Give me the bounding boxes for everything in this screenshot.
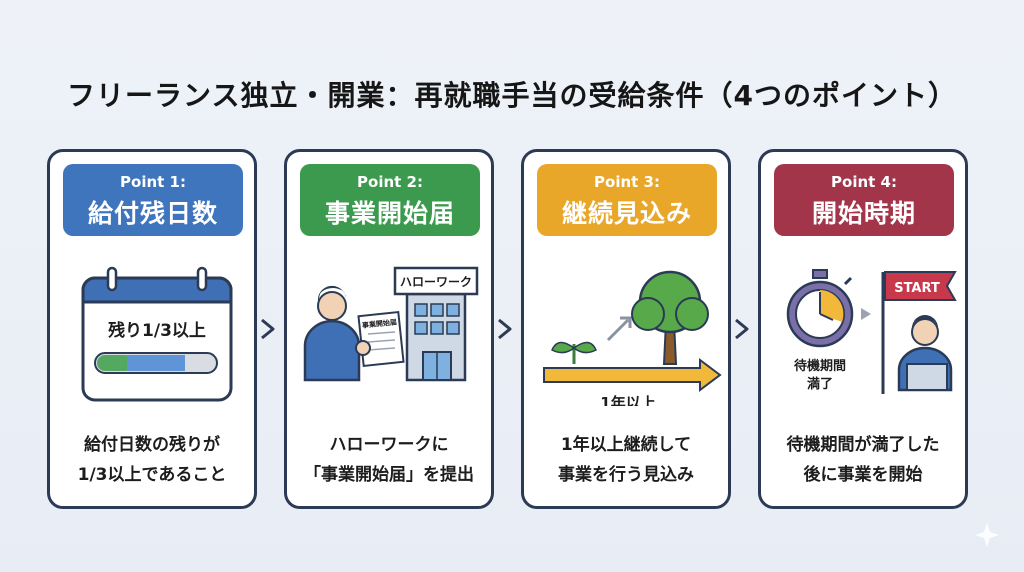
point-description: ハローワークに 「事業開始届」を提出 [304,435,474,485]
point-description: 待機期間が満了した 後に事業を開始 [786,435,940,485]
point-card-4: Point 4: 開始時期 待機期間 満了 START [758,149,968,509]
point-heading: 継続見込み [561,199,692,228]
point-badge-3: Point 3: 継続見込み [537,164,717,236]
point-card-2: Point 2: 事業開始届 ハローワーク 事業開始届 [284,149,494,509]
point-badge-1: Point 1: 給付残日数 [63,164,243,236]
point-number-label: Point 1: [120,173,186,191]
waiting-period-text-2: 満了 [807,376,833,392]
point-badge-4: Point 4: 開始時期 [774,164,954,236]
calendar-illustration: 残り1/3以上 [50,256,254,406]
point-number-label: Point 3: [594,173,660,191]
chevron-right-icon [733,318,751,340]
point-number-label: Point 2: [357,173,423,191]
sparkle-icon [974,522,1000,552]
hello-work-illustration: ハローワーク 事業開始届 [287,256,491,406]
point-heading: 給付残日数 [87,199,218,228]
point-badge-2: Point 2: 事業開始届 [300,164,480,236]
point-number-label: Point 4: [831,173,897,191]
point-description: 1年以上継続して 事業を行う見込み [558,435,694,485]
point-heading: 開始時期 [811,199,916,228]
flag-start-text: START [894,281,940,296]
chevron-right-icon [496,318,514,340]
duration-label: 1年以上 [600,394,655,406]
calendar-remaining-text: 残り1/3以上 [108,320,206,341]
waiting-period-text-1: 待機期間 [793,358,846,374]
growth-illustration: 1年以上 [524,256,728,412]
point-card-3: Point 3: 継続見込み 1年以上 1年以上継続して 事業を行う見込み [521,149,731,509]
start-illustration: 待機期間 満了 START [761,256,965,406]
point-heading: 事業開始届 [324,199,455,228]
document-label: 事業開始届 [362,317,398,330]
point-card-1: Point 1: 給付残日数 残り1/3以上 給付日数の残りが 1/3以上である… [47,149,257,509]
chevron-right-icon [259,318,277,340]
hello-work-sign: ハローワーク [400,275,472,289]
point-description: 給付日数の残りが 1/3以上であること [77,435,227,485]
page-title: フリーランス独立・開業：再就職手当の受給条件（4つのポイント） [67,79,957,112]
